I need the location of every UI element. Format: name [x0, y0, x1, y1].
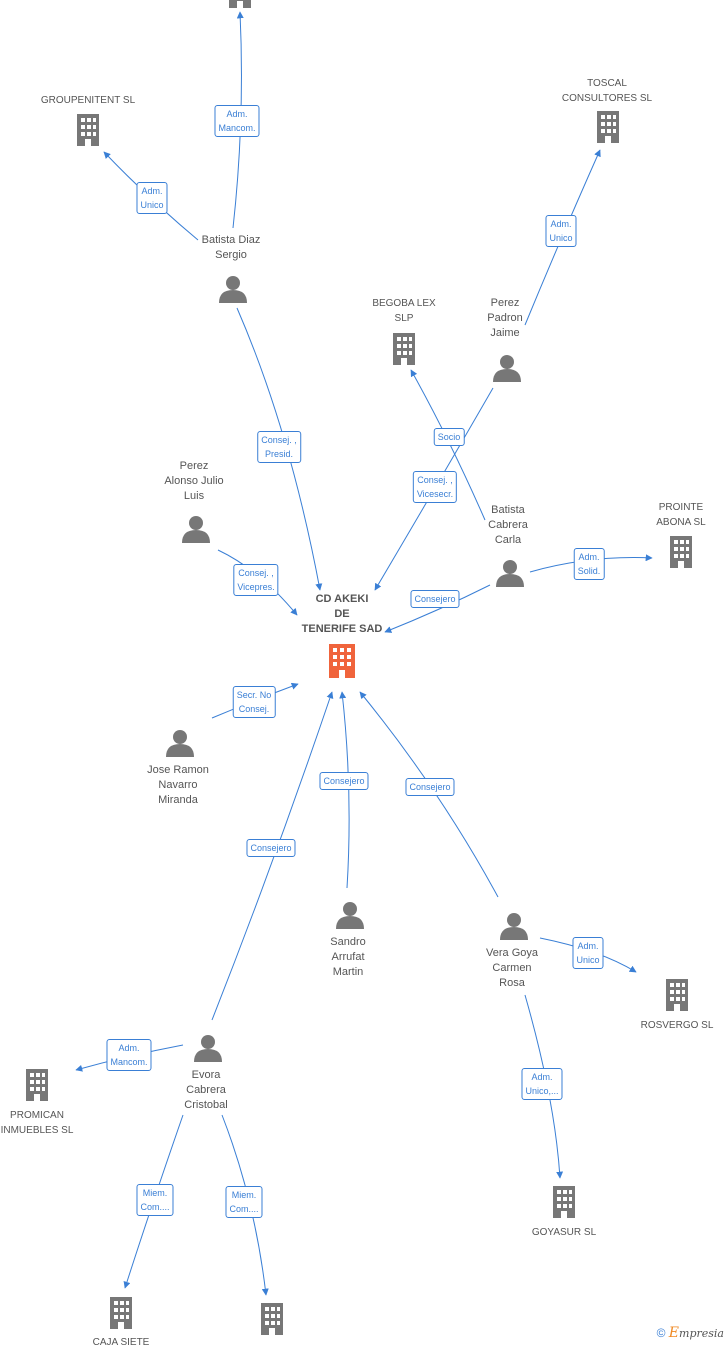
company-building-icon[interactable]	[26, 1069, 48, 1101]
person-icon[interactable]	[182, 516, 210, 543]
edge-role-label[interactable]: Adm.Solid.	[573, 548, 605, 580]
person-icon[interactable]	[166, 730, 194, 757]
company-building-icon[interactable]	[553, 1186, 575, 1218]
edge-role-label[interactable]: Adm.Unico,...	[521, 1068, 563, 1100]
company-building-icon[interactable]	[670, 536, 692, 568]
brand-name: mpresia	[679, 1327, 724, 1340]
person-icon[interactable]	[493, 355, 521, 382]
edge-role-label[interactable]: Consejero	[410, 590, 460, 608]
person-icon[interactable]	[496, 560, 524, 587]
edge-line	[339, 691, 350, 889]
company-building-icon[interactable]	[229, 0, 251, 8]
edge-role-label[interactable]: Consej. ,Presid.	[257, 431, 301, 463]
company-building-icon[interactable]	[666, 979, 688, 1011]
edge-role-label[interactable]: Consejero	[405, 778, 455, 796]
edge-line	[211, 691, 334, 1021]
edge-role-label[interactable]: Adm.Mancom.	[214, 105, 260, 137]
person-icon[interactable]	[336, 902, 364, 929]
company-building-icon[interactable]	[110, 1297, 132, 1329]
person-icon[interactable]	[500, 913, 528, 940]
brand-initial: E	[668, 1325, 680, 1341]
edge-role-label[interactable]: Consej. ,Vicesecr.	[412, 471, 458, 503]
brand-logo[interactable]: © Empresia	[657, 1325, 724, 1341]
edge-role-label[interactable]: Adm.Unico	[545, 215, 577, 247]
company-label[interactable]: GOYASUR SL	[531, 1227, 597, 1238]
edge-role-label[interactable]: Socio	[433, 428, 465, 446]
edge-role-label[interactable]: Adm.Unico	[572, 937, 604, 969]
edge-role-label[interactable]: Consejero	[246, 839, 296, 857]
company-building-icon[interactable]	[261, 1303, 283, 1335]
edge-role-label[interactable]: Miem.Com....	[136, 1184, 174, 1216]
edge-role-label[interactable]: Consejero	[319, 772, 369, 790]
person-icon[interactable]	[219, 276, 247, 303]
person-icon[interactable]	[194, 1035, 222, 1062]
edge-role-label[interactable]: Adm.Mancom.	[106, 1039, 152, 1071]
company-label[interactable]: GROUPENITENT SL	[40, 95, 136, 106]
company-label[interactable]: CAJA SIETE	[92, 1337, 150, 1348]
company-building-icon[interactable]	[597, 111, 619, 143]
company-building-icon[interactable]	[77, 114, 99, 146]
company-building-icon[interactable]	[393, 333, 415, 365]
edge-role-label[interactable]: Adm.Unico	[136, 182, 168, 214]
edge-line	[384, 584, 491, 633]
company-label[interactable]: ROSVERGO SL	[640, 1020, 714, 1031]
copyright-icon: ©	[656, 1326, 666, 1340]
edge-role-label[interactable]: Miem.Com....	[225, 1186, 263, 1218]
center-company-icon[interactable]	[329, 644, 355, 678]
edge-role-label[interactable]: Consej. ,Vicepres.	[233, 564, 279, 596]
